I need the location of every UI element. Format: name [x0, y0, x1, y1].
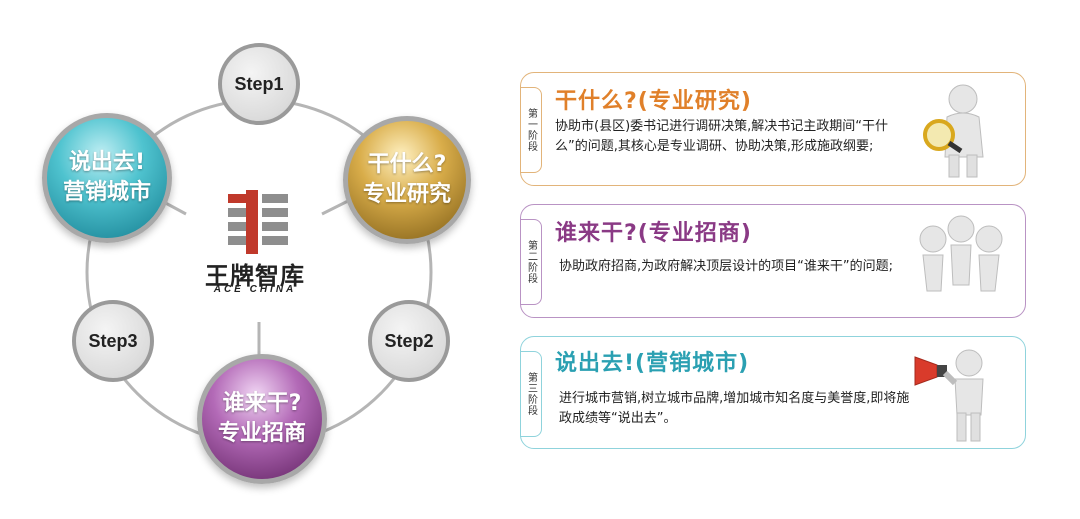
- stage-title: 谁来干?(专业招商): [555, 221, 752, 246]
- magnifying-glass-figure-icon: [923, 84, 984, 178]
- megaphone-figure-icon: [914, 349, 984, 442]
- investment-node-label: 专业招商: [217, 421, 306, 446]
- stage-title: 干什么?(专业研究): [555, 89, 752, 114]
- stage-card-research: 第一阶段 干什么?(专业研究) 协助市(县区)委书记进行调研决策,解决书记主政期…: [520, 72, 1026, 186]
- step3-node: Step3: [72, 300, 154, 382]
- stage-description: 协助政府招商,为政府解决顶层设计的项目“谁来干”的问题;: [559, 259, 893, 274]
- step2-node: Step2: [368, 300, 450, 382]
- research-node-question: 干什么?: [367, 152, 447, 177]
- team-figures-icon: [919, 215, 1003, 292]
- stage-tab: 第三阶段: [520, 351, 542, 437]
- stage-title: 说出去!(营销城市): [555, 351, 750, 376]
- cycle-diagram: Step1 Step2 Step3 干什么? 专业研究 谁来干? 专业招商 说出…: [0, 0, 500, 519]
- marketing-node-label: 营销城市: [62, 180, 151, 205]
- stage-card-investment: 第二阶段 谁来干?(专业招商) 协助政府招商,为政府解决顶层设计的项目“谁来干”…: [520, 204, 1026, 318]
- logo-subtitle: ACE CHINA: [213, 284, 297, 295]
- stage-description: 协助市(县区)委书记进行调研决策,解决书记主政期间“干什么”的问题,其核心是专业…: [555, 119, 889, 154]
- stage-description: 进行城市营销,树立城市品牌,增加城市知名度与美誉度,即将施政成绩等“说出去”。: [559, 391, 910, 426]
- stage-card-marketing: 第三阶段 说出去!(营销城市) 进行城市营销,树立城市品牌,增加城市知名度与美誉…: [520, 336, 1026, 449]
- ace-china-logo-icon: [228, 190, 288, 254]
- step1-node: Step1: [218, 43, 300, 125]
- step2-label: Step2: [384, 330, 434, 351]
- logo-name: 王牌智库: [205, 263, 305, 290]
- stage-tab: 第一阶段: [520, 87, 542, 173]
- investment-node: 谁来干? 专业招商: [197, 354, 327, 484]
- marketing-node: 说出去! 营销城市: [42, 113, 172, 243]
- stage-tab: 第二阶段: [520, 219, 542, 305]
- investment-node-question: 谁来干?: [222, 391, 302, 416]
- step1-label: Step1: [234, 73, 284, 94]
- step3-label: Step3: [88, 330, 138, 351]
- marketing-node-question: 说出去!: [68, 150, 146, 175]
- research-node-label: 专业研究: [362, 182, 451, 207]
- research-node: 干什么? 专业研究: [343, 116, 471, 244]
